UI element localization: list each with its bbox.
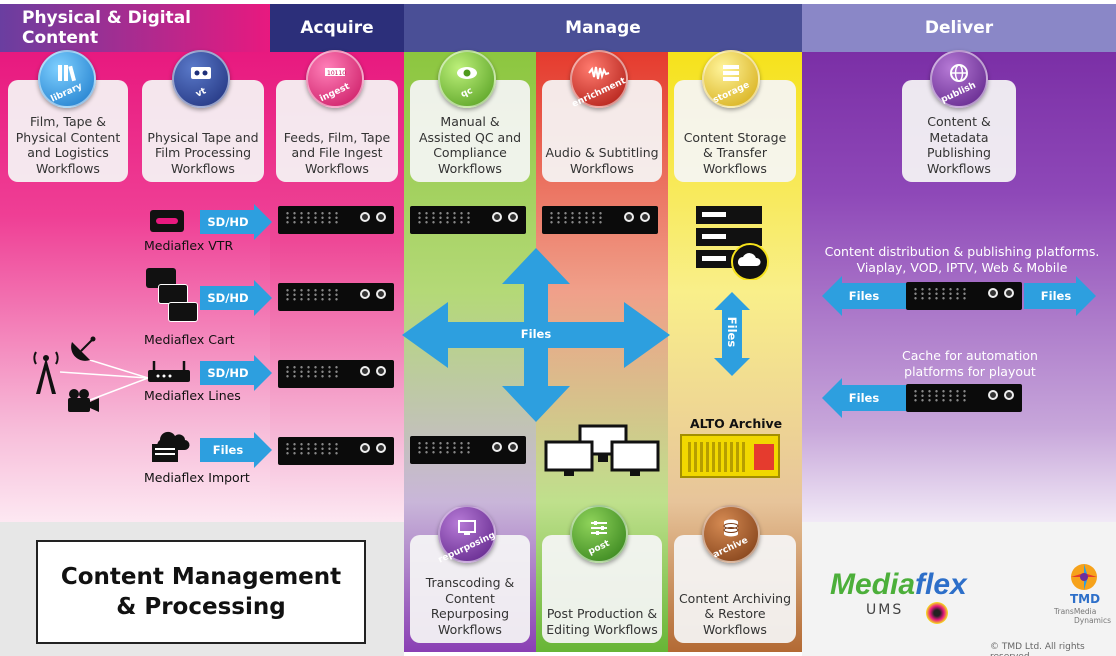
alto-archive-label: ALTO Archive — [690, 416, 783, 431]
mediaflex-logo-ums: UMS — [866, 602, 904, 618]
deliver-server-2 — [906, 384, 1022, 412]
qc-server — [410, 206, 526, 234]
lines-sdhd-tag: SD/HD — [207, 366, 249, 380]
enrichment-server — [542, 206, 658, 234]
lines-router-icon — [146, 360, 192, 384]
mediaflex-logo-media: Media — [830, 568, 916, 601]
camera-icon — [66, 388, 100, 414]
repurposing-workflow-card: Transcoding & Content Repurposing Workfl… — [410, 535, 530, 643]
tmd-logo-text: TMD — [1070, 592, 1101, 606]
publish-icon: publish — [930, 50, 988, 108]
distribution-note-line1: Content distribution & publishing platfo… — [824, 244, 1100, 259]
cache-note-line1: Cache for automation — [902, 348, 1038, 363]
signal-lines — [59, 359, 150, 410]
deliver-files-tag-left-1: Files — [848, 289, 880, 303]
cart-device-icon — [146, 268, 202, 328]
header-manage: Manage — [404, 4, 802, 52]
cart-sdhd-tag: SD/HD — [207, 291, 249, 305]
four-way-files-arrow — [402, 248, 670, 422]
vt-icon: vt — [172, 50, 230, 108]
vertical-files-arrow — [714, 292, 750, 376]
deliver-server-1 — [906, 282, 1022, 310]
library-workflow-text: Film, Tape & Physical Content and Logist… — [15, 114, 121, 176]
mediaflex-logo-eye-icon — [926, 602, 948, 624]
post-workflow-text: Post Production & Editing Workflows — [546, 606, 658, 637]
tmd-logo-icon — [1068, 562, 1100, 592]
content-management-title-line2: & Processing — [116, 594, 286, 620]
library-workflow-card: Film, Tape & Physical Content and Logist… — [8, 80, 128, 182]
ingest-server-4 — [278, 437, 394, 465]
cart-label: Mediaflex Cart — [144, 332, 235, 347]
vt-workflow-text: Physical Tape and Film Processing Workfl… — [147, 129, 259, 176]
ingest-server-2 — [278, 283, 394, 311]
enrichment-workflow-text: Audio & Subtitling Workflows — [545, 145, 659, 176]
deliver-files-left-arrow-2 — [822, 378, 906, 418]
storage-workflow-text: Content Storage & Transfer Workflows — [683, 129, 787, 176]
enrichment-icon: enrichment — [570, 50, 628, 109]
lines-arrow — [200, 355, 272, 391]
tmd-logo-sub1: TransMedia — [1054, 607, 1097, 616]
vtr-label: Mediaflex VTR — [144, 238, 234, 253]
four-way-files-tag: Files — [520, 327, 552, 341]
post-workflow-card: Post Production & Editing Workflows — [542, 535, 662, 643]
post-icon: post — [570, 505, 628, 563]
alto-archive-unit — [680, 434, 780, 478]
distribution-note-line2: Viaplay, VOD, IPTV, Web & Mobile — [856, 260, 1068, 275]
qc-workflow-text: Manual & Assisted QC and Compliance Work… — [418, 114, 522, 176]
publish-workflow-text: Content & Metadata Publishing Workflows — [927, 114, 991, 176]
cache-note-line2: platforms for playout — [904, 364, 1036, 379]
import-label: Mediaflex Import — [144, 470, 250, 485]
import-device-icon — [148, 424, 192, 464]
import-files-tag: Files — [212, 443, 244, 457]
deliver-files-tag-left-2: Files — [848, 391, 880, 405]
deliver-files-left-arrow-1 — [822, 276, 906, 316]
ingest-server-1 — [278, 206, 394, 234]
header-deliver: Deliver — [802, 4, 1116, 52]
satellite-dish-icon — [68, 332, 100, 364]
repurposing-workflow-text: Transcoding & Content Repurposing Workfl… — [425, 575, 515, 637]
deliver-files-tag-right-1: Files — [1040, 289, 1072, 303]
archive-workflow-text: Content Archiving & Restore Workflows — [678, 590, 792, 637]
library-icon: library — [38, 50, 96, 108]
vertical-files-tag: Files — [725, 316, 739, 348]
vtr-sdhd-tag: SD/HD — [207, 215, 249, 229]
header-acquire: Acquire — [270, 4, 404, 52]
mediaflex-logo-flex: flex — [915, 568, 967, 601]
vtr-device-icon — [150, 210, 184, 232]
qc-icon: qc — [438, 50, 496, 108]
archive-icon: archive — [702, 505, 760, 563]
content-management-box: Content Management & Processing — [36, 540, 366, 644]
bottom-band-right — [802, 522, 1116, 656]
lines-label: Mediaflex Lines — [144, 388, 241, 403]
ingest-icon: 101101 ingest — [306, 50, 364, 108]
header-physical-digital: Physical & Digital Content — [0, 4, 270, 52]
mediaflex-logo: Mediaflex UMS — [830, 568, 1000, 628]
import-arrow — [200, 432, 272, 468]
antenna-tower-icon — [26, 348, 66, 396]
cart-arrow — [200, 280, 272, 316]
ingest-server-3 — [278, 360, 394, 388]
storage-icon: storage — [702, 50, 760, 108]
vtr-arrow — [200, 204, 272, 240]
copyright-text: © TMD Ltd. All rights reserved — [990, 642, 1085, 656]
storage-cloud-server-icon — [694, 204, 770, 281]
content-management-title-line1: Content Management — [60, 564, 342, 590]
deliver-files-right-arrow-1 — [1024, 276, 1096, 316]
monitors-icon — [544, 424, 660, 480]
repurposing-server — [410, 436, 526, 464]
ingest-workflow-text: Feeds, Film, Tape and File Ingest Workfl… — [283, 129, 391, 176]
svg-text:101101: 101101 — [327, 70, 347, 77]
tmd-logo-sub2: Dynamics — [1074, 616, 1111, 625]
repurposing-icon: repurposing — [437, 505, 497, 565]
